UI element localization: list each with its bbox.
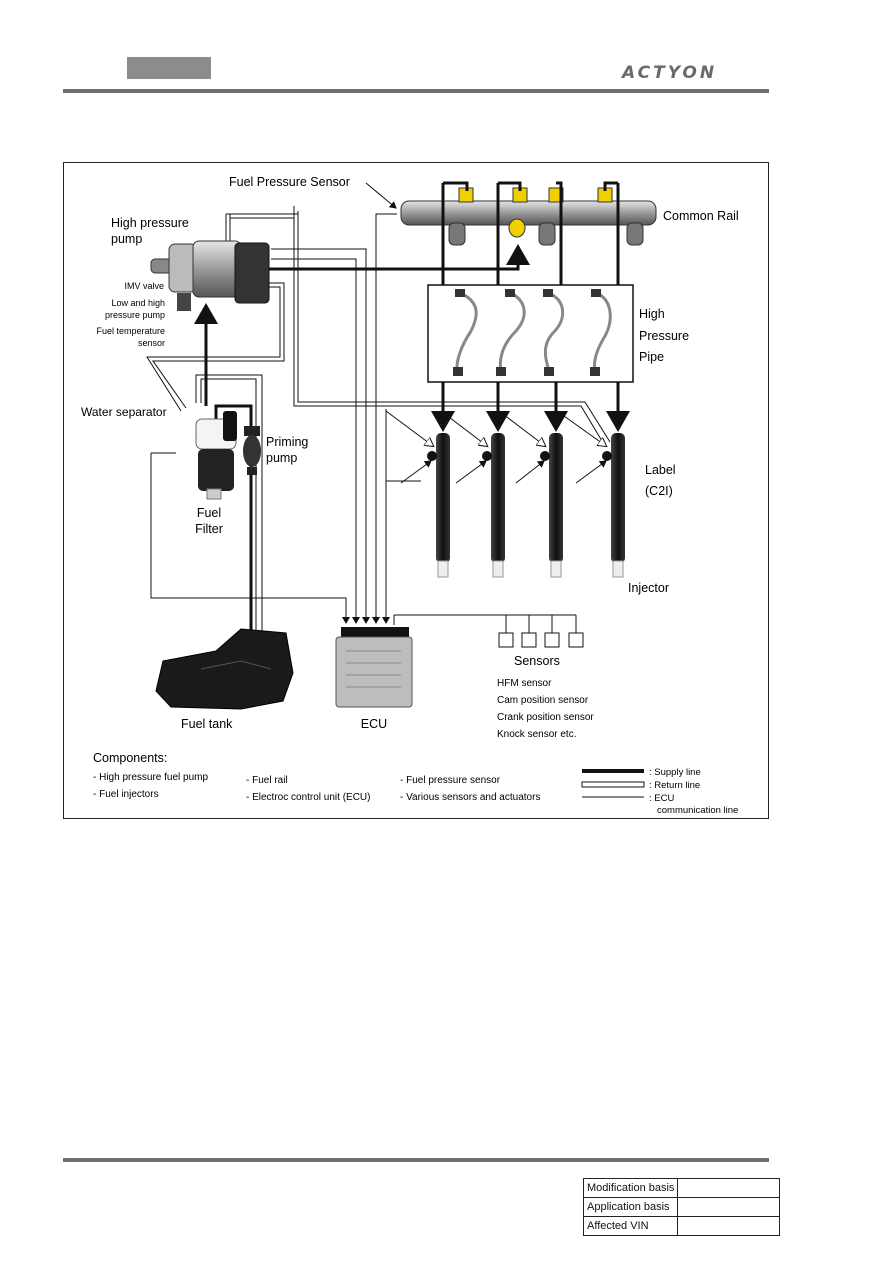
label-fuel-tank: Fuel tank (181, 717, 233, 731)
label-ecu: ECU (361, 717, 387, 731)
table-row: Modification basis (582, 1178, 781, 1198)
priming-pump (243, 426, 261, 475)
basis-label: Affected VIN (582, 1216, 679, 1236)
component-item: - Electroc control unit (ECU) (246, 792, 370, 803)
label-fuel-filter-2: Filter (195, 522, 223, 536)
basis-label: Modification basis (582, 1178, 679, 1198)
fuel-filter (195, 411, 237, 500)
common-rail (400, 187, 657, 246)
ecu-communication-lines (150, 182, 607, 633)
component-item: - Various sensors and actuators (400, 792, 540, 803)
label-fuel-pressure-sensor: Fuel Pressure Sensor (229, 175, 350, 189)
label-sensors: Sensors (514, 654, 560, 668)
label-low-high-pump-1: Low and high (111, 298, 165, 308)
label-injector: Injector (628, 581, 669, 595)
sensor-item: Cam position sensor (497, 695, 589, 706)
sensor-item: Knock sensor etc. (497, 729, 576, 740)
label-fuel-temp-sensor-2: sensor (138, 338, 165, 348)
label-low-high-pump-2: pressure pump (105, 310, 165, 320)
legend-supply: : Supply line (649, 767, 701, 778)
basis-value (677, 1178, 781, 1198)
component-item: - Fuel pressure sensor (400, 775, 501, 786)
supply-lines (194, 181, 630, 641)
label-c2i-1: Label (645, 463, 676, 477)
label-priming-pump-2: pump (266, 451, 297, 465)
label-imv-valve: IMV valve (124, 281, 164, 291)
legend-ecu: : ECU (649, 793, 674, 804)
table-row: Affected VIN (582, 1216, 781, 1236)
pipes (455, 291, 612, 372)
table-row: Application basis (582, 1197, 781, 1217)
label-fuel-temp-sensor-1: Fuel temperature (96, 326, 165, 336)
header-rule (63, 89, 769, 93)
legend-ecu-line: communication line (657, 805, 738, 816)
basis-value (677, 1197, 781, 1217)
fuel-tank (155, 628, 294, 710)
diagram-svg: Fuel Pressure Sensor High pressure pump … (81, 175, 739, 816)
sensor-item: Crank position sensor (497, 712, 594, 723)
legend-return: : Return line (649, 780, 700, 791)
footer-rule (63, 1158, 769, 1162)
return-lines (146, 206, 611, 641)
component-item: - Fuel rail (246, 775, 288, 786)
label-high-pressure-pump-2: pump (111, 232, 142, 246)
label-hp-pipe-1: High (639, 307, 665, 321)
component-item: - Fuel injectors (93, 789, 159, 800)
fuel-system-diagram: Fuel Pressure Sensor High pressure pump … (63, 162, 769, 819)
basis-value (677, 1216, 781, 1236)
high-pressure-pump (150, 240, 270, 311)
sensor-item: HFM sensor (497, 678, 552, 689)
label-priming-pump-1: Priming (266, 435, 308, 449)
label-fuel-filter-1: Fuel (197, 506, 221, 520)
sensor-boxes (498, 632, 584, 648)
injectors (427, 433, 625, 578)
label-hp-pipe-3: Pipe (639, 350, 664, 364)
label-water-separator: Water separator (81, 405, 167, 419)
basis-label: Application basis (582, 1197, 679, 1217)
component-item: - High pressure fuel pump (93, 772, 208, 783)
label-common-rail: Common Rail (663, 209, 739, 223)
ecu-unit (335, 627, 413, 708)
label-c2i-2: (C2I) (645, 484, 673, 498)
legend-lines (581, 769, 645, 798)
header-tab (127, 57, 211, 79)
brand-logo: ACTYON (622, 63, 718, 83)
label-high-pressure-pump-1: High pressure (111, 216, 189, 230)
label-hp-pipe-2: Pressure (639, 329, 689, 343)
basis-table: Modification basis Application basis Aff… (582, 1178, 781, 1236)
high-pressure-pipe-box (427, 284, 634, 383)
components-title: Components: (93, 751, 167, 765)
